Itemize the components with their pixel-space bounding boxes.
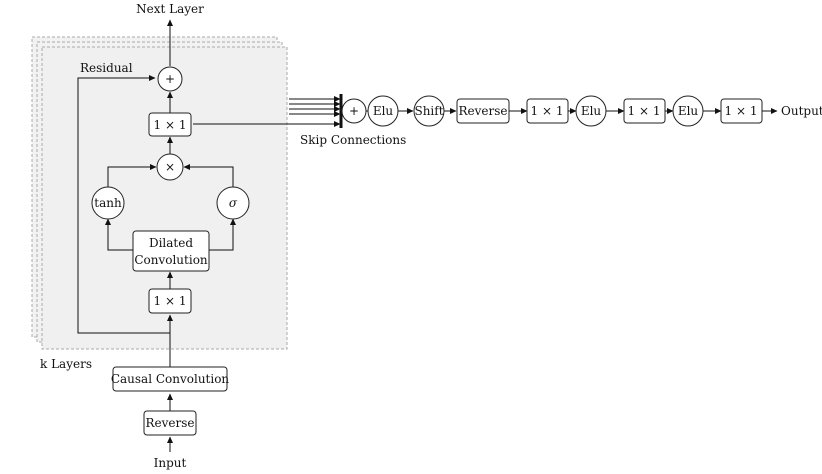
conv1x1-node-c: 1 × 1 (720, 98, 763, 124)
sigma-node: σ (216, 186, 250, 220)
input-label: Input (154, 456, 187, 470)
sigma-label: σ (229, 196, 238, 210)
multiply-symbol: × (165, 160, 175, 174)
tanh-node: tanh (91, 186, 125, 220)
shift-label: Shift (414, 104, 443, 118)
conv1x1-node-a: 1 × 1 (526, 98, 569, 124)
dilated-convolution-node: Dilated Convolution (132, 230, 210, 272)
elu-node-3: Elu (672, 95, 704, 127)
elu-node-1: Elu (367, 95, 399, 127)
skip-connections-label: Skip Connections (300, 133, 406, 147)
elu-label-3: Elu (678, 104, 699, 118)
causal-convolution-node: Causal Convolution (111, 366, 230, 392)
elu-node-2: Elu (575, 95, 607, 127)
elu-label-1: Elu (373, 104, 394, 118)
conv1x1-node-b: 1 × 1 (623, 98, 666, 124)
residual-label: Residual (80, 61, 133, 75)
reverse-input-node: Reverse (143, 410, 197, 436)
conv1x1-top-node: 1 × 1 (148, 112, 192, 137)
k-layers-label: k Layers (40, 357, 92, 371)
output-label: Output (781, 104, 822, 118)
conv1x1-label-a: 1 × 1 (531, 104, 564, 118)
conv1x1-top-label: 1 × 1 (154, 118, 187, 132)
causal-convolution-label: Causal Convolution (111, 372, 230, 386)
dilated-label-line1: Dilated (149, 236, 193, 250)
arrow-sigma-multiply (183, 164, 234, 187)
conv1x1-bottom-node: 1 × 1 (148, 288, 192, 314)
reverse-output-node: Reverse (456, 98, 510, 124)
add-residual-symbol: + (165, 72, 175, 86)
conv1x1-bottom-label: 1 × 1 (154, 294, 187, 308)
next-layer-label: Next Layer (136, 2, 204, 16)
shift-node: Shift (413, 95, 445, 127)
arrow-dilated-tanh (105, 218, 133, 251)
add-residual-node: + (157, 66, 183, 92)
output-add-node: + (341, 98, 367, 124)
dilated-label-line2: Convolution (134, 253, 208, 267)
conv1x1-label-c: 1 × 1 (725, 104, 758, 118)
reverse-input-label: Reverse (145, 416, 194, 430)
arrow-dilated-sigma (209, 218, 236, 251)
elu-label-2: Elu (581, 104, 602, 118)
tanh-label: tanh (94, 196, 122, 210)
conv1x1-label-b: 1 × 1 (628, 104, 661, 118)
arrow-tanh-multiply (107, 164, 157, 187)
output-add-symbol: + (349, 104, 359, 118)
multiply-node: × (156, 153, 184, 181)
residual-path (77, 75, 170, 334)
reverse-output-label: Reverse (458, 104, 507, 118)
